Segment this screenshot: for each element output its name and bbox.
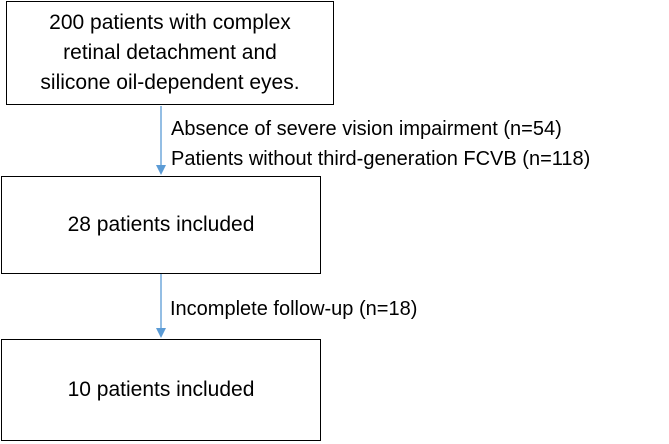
exclusion-note-incomplete-followup: Incomplete follow-up (n=18) [170,298,418,320]
box-initial-patients-text: 200 patients with complex retinal detach… [40,8,299,98]
exclusion-note-no-fcvb: Patients without third-generation FCVB (… [171,148,591,170]
box-initial-line-2: retinal detachment and [63,41,277,64]
box-10-patients: 10 patients included [1,339,321,441]
box-28-patients: 28 patients included [1,176,321,274]
box-initial-line-1: 200 patients with complex [49,11,291,34]
exclusion-note-vision-impairment: Absence of severe vision impairment (n=5… [171,118,562,140]
box-initial-line-3: silicone oil-dependent eyes. [40,71,300,94]
box-10-patients-label: 10 patients included [67,378,255,401]
box-initial-patients: 200 patients with complex retinal detach… [6,1,334,105]
box-28-patients-label: 28 patients included [67,213,255,236]
